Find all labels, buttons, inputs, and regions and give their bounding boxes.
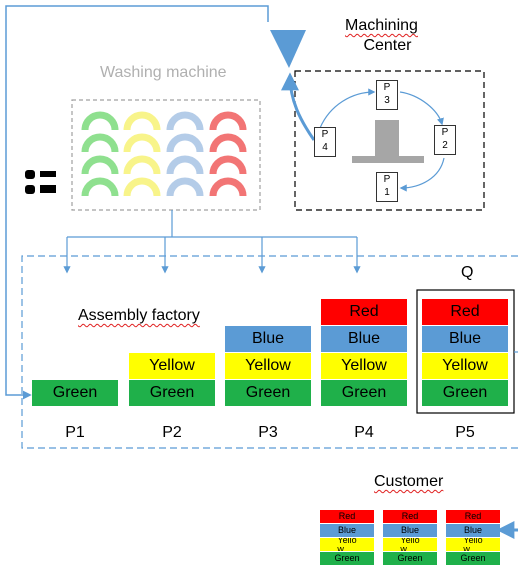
washing-part-arch	[209, 177, 247, 197]
customer-block-blue: Blue	[446, 524, 500, 538]
stack-block-yellow: Yellow	[225, 353, 311, 380]
customer-block-red: Red	[320, 510, 374, 524]
washing-part-arch	[123, 177, 161, 197]
stack-block-blue: Blue	[225, 326, 311, 353]
washing-parts	[81, 111, 247, 197]
stack-block-blue: Blue	[422, 326, 508, 353]
position-label-p3: P3	[258, 424, 278, 441]
q-label: Q	[461, 264, 474, 281]
customer-block-green: Green	[383, 552, 437, 566]
washing-part-arch	[81, 111, 119, 131]
stack-block-green: Green	[225, 380, 311, 407]
hopper-funnel	[270, 30, 306, 68]
customer-block-yellow: Yello w	[320, 538, 374, 552]
washing-part-arch	[209, 133, 247, 153]
stack-block-blue: Blue	[321, 326, 407, 353]
machining-center-line2: Center	[363, 37, 412, 54]
stack-block-green: Green	[321, 380, 407, 407]
dots-mark	[25, 170, 56, 194]
customer-block-red: Red	[446, 510, 500, 524]
customer-label: Customer	[374, 473, 444, 490]
washing-part-arch	[166, 177, 204, 197]
customer-block-blue: Blue	[383, 524, 437, 538]
p4-to-hopper-arrow	[281, 72, 316, 141]
machining-center-line1: Machining	[345, 17, 418, 34]
position-label-p1: P1	[65, 424, 85, 441]
stack-block-yellow: Yellow	[129, 353, 215, 380]
customer-block-green: Green	[320, 552, 374, 566]
washing-part-arch	[166, 133, 204, 153]
washing-part-arch	[166, 111, 204, 131]
arc-p2-p1	[399, 157, 445, 192]
assembly-factory-label: Assembly factory	[78, 307, 200, 324]
stack-block-green: Green	[422, 380, 508, 407]
stack-block-red: Red	[422, 299, 508, 326]
stack-block-green: Green	[32, 380, 118, 407]
customer-block-yellow: Yello w	[446, 538, 500, 552]
customer-block-blue: Blue	[320, 524, 374, 538]
washing-machine-box	[71, 99, 261, 211]
arc-p4-p3	[319, 88, 376, 129]
position-label-p2: P2	[162, 424, 182, 441]
washing-part-arch	[123, 133, 161, 153]
position-label-p5: P5	[455, 424, 475, 441]
stack-block-yellow: Yellow	[321, 353, 407, 380]
washing-part-arch	[123, 111, 161, 131]
stack-block-red: Red	[321, 299, 407, 326]
washing-part-arch	[81, 177, 119, 197]
washing-part-arch	[123, 155, 161, 175]
machining-center-box	[294, 70, 485, 211]
customer-block-green: Green	[446, 552, 500, 566]
position-label-p4: P4	[354, 424, 374, 441]
customer-block-red: Red	[383, 510, 437, 524]
stack-block-yellow: Yellow	[422, 353, 508, 380]
feedback-line	[5, 5, 269, 400]
washing-machine-label: Washing machine	[100, 64, 227, 81]
machine-pedestal-column	[375, 120, 399, 158]
assembly-factory-border	[21, 255, 518, 449]
machining-center-label: Machining Center	[345, 16, 418, 56]
washing-part-arch	[166, 155, 204, 175]
machine-pedestal-base	[352, 156, 424, 163]
washing-part-arch	[81, 133, 119, 153]
customer-block-yellow: Yello w	[383, 538, 437, 552]
washing-part-arch	[81, 155, 119, 175]
washing-part-arch	[209, 155, 247, 175]
arc-p3-p2	[399, 91, 444, 126]
stack-block-green: Green	[129, 380, 215, 407]
washing-part-arch	[209, 111, 247, 131]
